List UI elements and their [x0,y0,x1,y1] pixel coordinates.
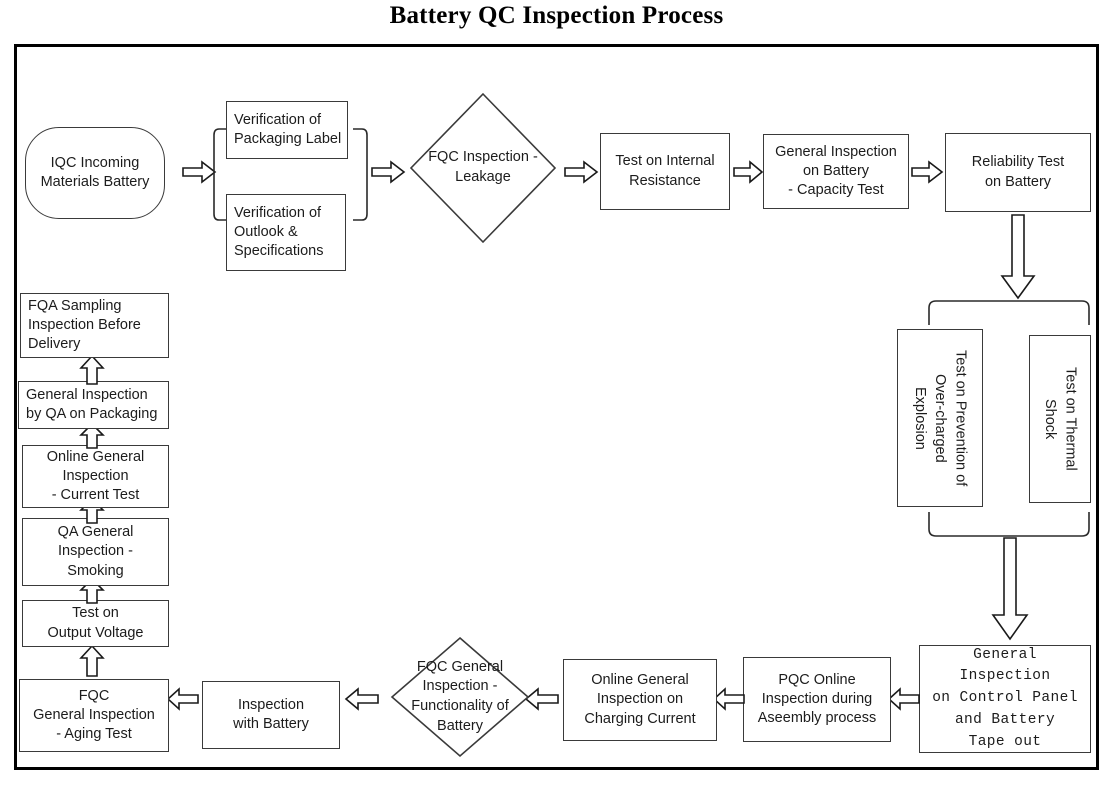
arrow-right-capacity-to-reliability [911,160,944,184]
arrow-right-iqc-to-verification [182,160,217,184]
node-label: Test on Prevention of Over-charged Explo… [911,349,969,487]
arrow-left-charging-current-to-functionality [524,687,559,711]
arrow-right-leakage-to-internal-resistance [564,160,599,184]
node-general-inspection-capacity-test[interactable]: General Inspection on Battery - Capacity… [763,134,909,209]
node-label: FQC General Inspection - Functionality o… [411,658,509,734]
diamond-shape [409,92,557,244]
node-fqc-general-inspection-aging-test[interactable]: FQC General Inspection - Aging Test [19,679,169,752]
node-label: Inspection with Battery [233,696,309,732]
arrow-up-current-test-to-qa-packaging [79,422,105,449]
node-fqc-inspection-leakage[interactable]: FQC Inspection - Leakage [409,92,557,244]
arrow-left-control-panel-to-pqc [887,687,920,711]
arrow-down-tests-to-control-panel [991,537,1029,641]
node-general-inspection-control-panel[interactable]: General Inspection on Control Panel and … [919,645,1091,753]
arrow-right-internal-resistance-to-capacity [733,160,764,184]
arrow-right-verification-to-fqc-leakage [371,160,406,184]
node-label: Test on Output Voltage [47,605,144,641]
diagram-frame [14,44,1099,770]
arrow-up-qa-packaging-to-fqa-sampling [79,354,105,385]
node-pqc-online-inspection-assembly[interactable]: PQC Online Inspection during Aseembly pr… [743,657,891,742]
node-label: Online General Inspection on Charging Cu… [584,672,696,727]
node-test-thermal-shock[interactable]: Test on Thermal Shock [1029,335,1091,503]
node-label: FQA Sampling Inspection Before Delivery [28,297,141,353]
bracket-reliability-tests-top [928,300,1090,326]
arrow-up-aging-test-to-output-voltage [79,644,105,677]
node-label: Test on Thermal Shock [1042,367,1079,471]
node-verification-packaging-label[interactable]: Verification of Packaging Label [226,101,348,159]
node-reliability-test-on-battery[interactable]: Reliability Test on Battery [945,133,1091,212]
node-label: Reliability Test on Battery [971,154,1065,190]
node-general-inspection-by-qa-on-packaging[interactable]: General Inspection by QA on Packaging [18,381,169,429]
node-test-on-output-voltage[interactable]: Test on Output Voltage [22,600,169,647]
node-label: QA General Inspection - Smoking [57,524,134,579]
node-online-general-inspection-current-test[interactable]: Online General Inspection - Current Test [22,445,169,508]
node-fqc-general-inspection-functionality[interactable]: FQC General Inspection - Functionality o… [390,636,530,758]
node-qa-general-inspection-smoking[interactable]: QA General Inspection - Smoking [22,518,169,586]
node-label: General Inspection on Battery - Capacity… [775,143,897,199]
diamond-shape [390,636,530,758]
node-label: IQC Incoming Materials Battery [40,154,150,190]
bracket-verification-left [213,128,229,221]
node-label: PQC Online Inspection during Aseembly pr… [757,671,877,727]
node-verification-outlook-specifications[interactable]: Verification of Outlook & Specifications [226,194,346,271]
page-title: Battery QC Inspection Process [389,2,724,29]
node-test-prevention-overcharged-explosion[interactable]: Test on Prevention of Over-charged Explo… [897,329,983,507]
node-inspection-with-battery[interactable]: Inspection with Battery [202,681,340,749]
node-label: FQC General Inspection - Aging Test [33,687,155,743]
node-label: General Inspection on Control Panel and … [932,646,1078,750]
node-label: Verification of Packaging Label [234,111,342,147]
arrow-down-reliability-to-tests [1000,214,1036,300]
bracket-verification-right [352,128,368,221]
node-label: Online General Inspection - Current Test [46,448,145,504]
node-label: Test on Internal Resistance [615,153,715,189]
arrow-left-pqc-to-charging-current [712,687,745,711]
node-online-general-inspection-charging-current[interactable]: Online General Inspection on Charging Cu… [563,659,717,741]
node-label: Verification of Outlook & Specifications [234,204,324,260]
node-label: FQC Inspection - Leakage [428,149,538,185]
node-label: General Inspection by QA on Packaging [26,386,158,422]
node-test-internal-resistance[interactable]: Test on Internal Resistance [600,133,730,210]
node-iqc-incoming-materials[interactable]: IQC Incoming Materials Battery [25,127,165,219]
node-fqa-sampling-inspection-before-delivery[interactable]: FQA Sampling Inspection Before Delivery [20,293,169,358]
arrow-left-functionality-to-inspection-with-battery [344,687,379,711]
bracket-reliability-tests-bottom [928,511,1090,537]
arrow-left-inspection-to-aging-test [166,687,199,711]
